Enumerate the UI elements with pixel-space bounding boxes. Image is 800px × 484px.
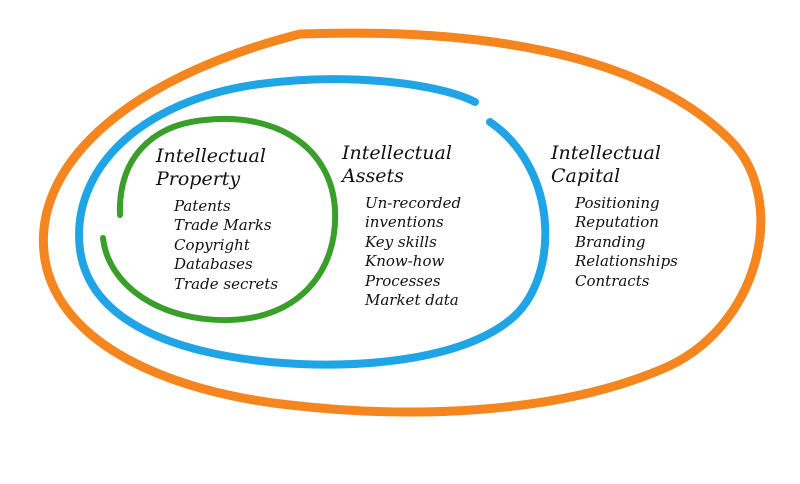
intellectual-capital-heading-line2: Capital — [551, 165, 621, 187]
list-item: inventions — [365, 213, 444, 232]
list-item: Processes — [365, 271, 441, 290]
list-item: Databases — [174, 255, 253, 274]
list-item: Patents — [174, 197, 231, 215]
intellectual-capital-group: Intellectual Capital Positioning Reputat… — [551, 142, 678, 291]
inner-ring-intellectual-property — [100, 116, 339, 324]
intellectual-capital-list: Positioning Reputation Branding Relation… — [575, 194, 678, 291]
intellectual-assets-heading-line2: Assets — [342, 165, 404, 187]
list-item: Key skills — [365, 232, 437, 251]
intellectual-property-heading-line1: Intellectual — [156, 145, 266, 167]
intellectual-assets-group: Intellectual Assets Un-recorded inventio… — [342, 142, 461, 310]
list-item: Know-how — [365, 252, 445, 271]
intellectual-assets-heading-line1: Intellectual — [342, 142, 452, 164]
intellectual-capital-heading-line1: Intellectual — [551, 142, 661, 164]
list-item: Trade secrets — [174, 274, 279, 293]
intellectual-property-group: Intellectual Property Patents Trade Mark… — [156, 145, 278, 294]
intellectual-property-heading-line2: Property — [156, 168, 241, 190]
middle-ring-intellectual-assets — [75, 75, 550, 369]
list-item: Copyright — [174, 235, 250, 254]
outer-ring-intellectual-capital — [39, 28, 766, 417]
intellectual-property-list: Patents Trade Marks Copyright Databases … — [174, 197, 278, 294]
list-item: Reputation — [575, 213, 659, 232]
list-item: Trade Marks — [174, 216, 272, 235]
list-item: Un-recorded — [365, 194, 462, 212]
list-item: Branding — [575, 232, 646, 251]
list-item: Relationships — [575, 252, 678, 271]
list-item: Contracts — [575, 271, 650, 290]
list-item: Market data — [365, 291, 459, 310]
list-item: Positioning — [575, 194, 660, 212]
intellectual-assets-list: Un-recorded inventions Key skills Know-h… — [365, 194, 461, 310]
